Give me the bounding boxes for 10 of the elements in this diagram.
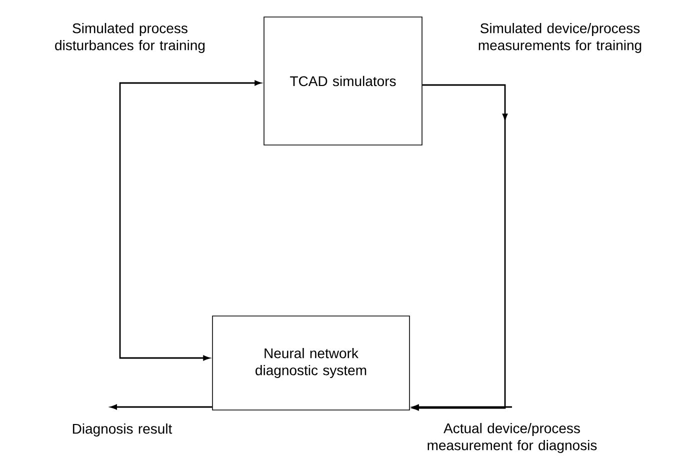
- edge-label: Simulated device/process measurements for training: [478, 22, 642, 54]
- arrow: [412, 84, 508, 411]
- arrow: [119, 80, 262, 361]
- arrow: [412, 404, 512, 410]
- edge-label: Actual device/process measurement for diagnosis: [428, 422, 597, 454]
- edge-label: Diagnosis result: [72, 423, 172, 437]
- process-box: Neural network diagnostic system: [212, 316, 410, 410]
- arrow: [110, 404, 212, 410]
- edge-label: Simulated process disturbances for training: [55, 22, 205, 54]
- process-box: TCAD simulators: [264, 16, 422, 146]
